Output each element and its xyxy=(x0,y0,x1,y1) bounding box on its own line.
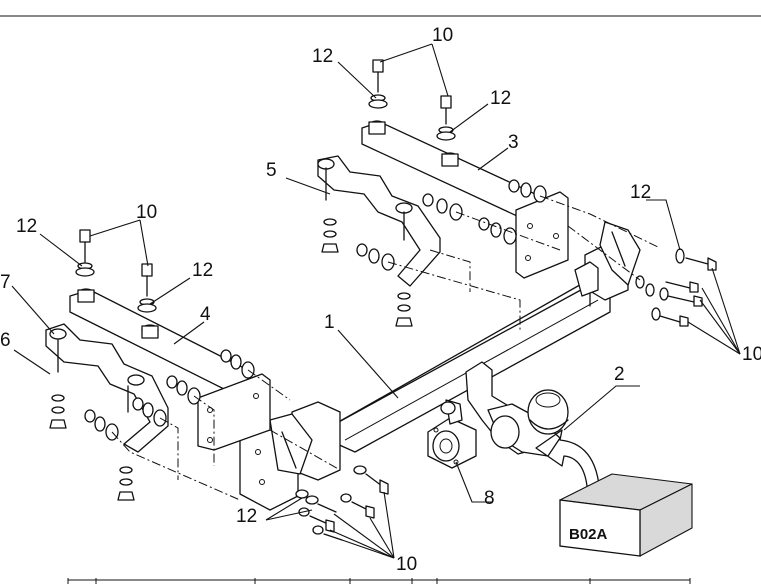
socket-plate-part-8 xyxy=(427,399,477,469)
callout-12-top: 12 xyxy=(312,46,333,67)
bracket-part-3 xyxy=(361,120,569,279)
callout-12-left: 12 xyxy=(16,216,37,237)
callout-8: 8 xyxy=(484,488,495,509)
right-end-bracket xyxy=(574,221,641,301)
callout-1: 1 xyxy=(324,312,335,333)
tow-ball-part-2 xyxy=(527,389,569,435)
callout-2: 2 xyxy=(614,364,625,385)
callout-10-top: 10 xyxy=(432,25,453,46)
callout-6: 6 xyxy=(0,330,11,351)
bolt-upper-left xyxy=(368,59,388,109)
callout-12-right: 12 xyxy=(630,182,651,203)
callout-3: 3 xyxy=(508,132,519,153)
callout-12-left-mid: 12 xyxy=(192,260,213,281)
curved-arrow xyxy=(535,429,601,503)
bolts-right xyxy=(635,248,717,327)
callout-7: 7 xyxy=(0,272,11,293)
callout-10-left: 10 xyxy=(136,202,157,223)
callout-12-top-right: 12 xyxy=(490,88,511,109)
studs-part-6-7 xyxy=(49,339,135,501)
bracket-part-5 xyxy=(317,155,441,287)
b02a-box xyxy=(559,473,693,557)
callout-10-bottom: 10 xyxy=(396,554,417,575)
callout-12-bottom: 12 xyxy=(236,506,257,527)
b02a-box-label: B02A xyxy=(569,526,608,543)
leader-lines xyxy=(11,43,741,559)
bolt-left-2 xyxy=(137,263,157,313)
studs-part-5 xyxy=(321,167,413,327)
bolt-upper-right xyxy=(436,95,456,141)
assembly-lines xyxy=(111,195,661,501)
bracket-part-4 xyxy=(69,288,271,451)
left-end-bracket xyxy=(239,401,341,511)
tow-ball-neck xyxy=(465,361,561,457)
callout-10-right: 10 xyxy=(742,344,761,365)
callout-4: 4 xyxy=(200,304,211,325)
bottom-table-ticks xyxy=(67,578,691,584)
bracket-part-6-7 xyxy=(45,323,169,453)
bolt-left-1 xyxy=(75,229,95,277)
washer-stack-upper xyxy=(356,179,547,271)
callout-5: 5 xyxy=(266,160,277,181)
